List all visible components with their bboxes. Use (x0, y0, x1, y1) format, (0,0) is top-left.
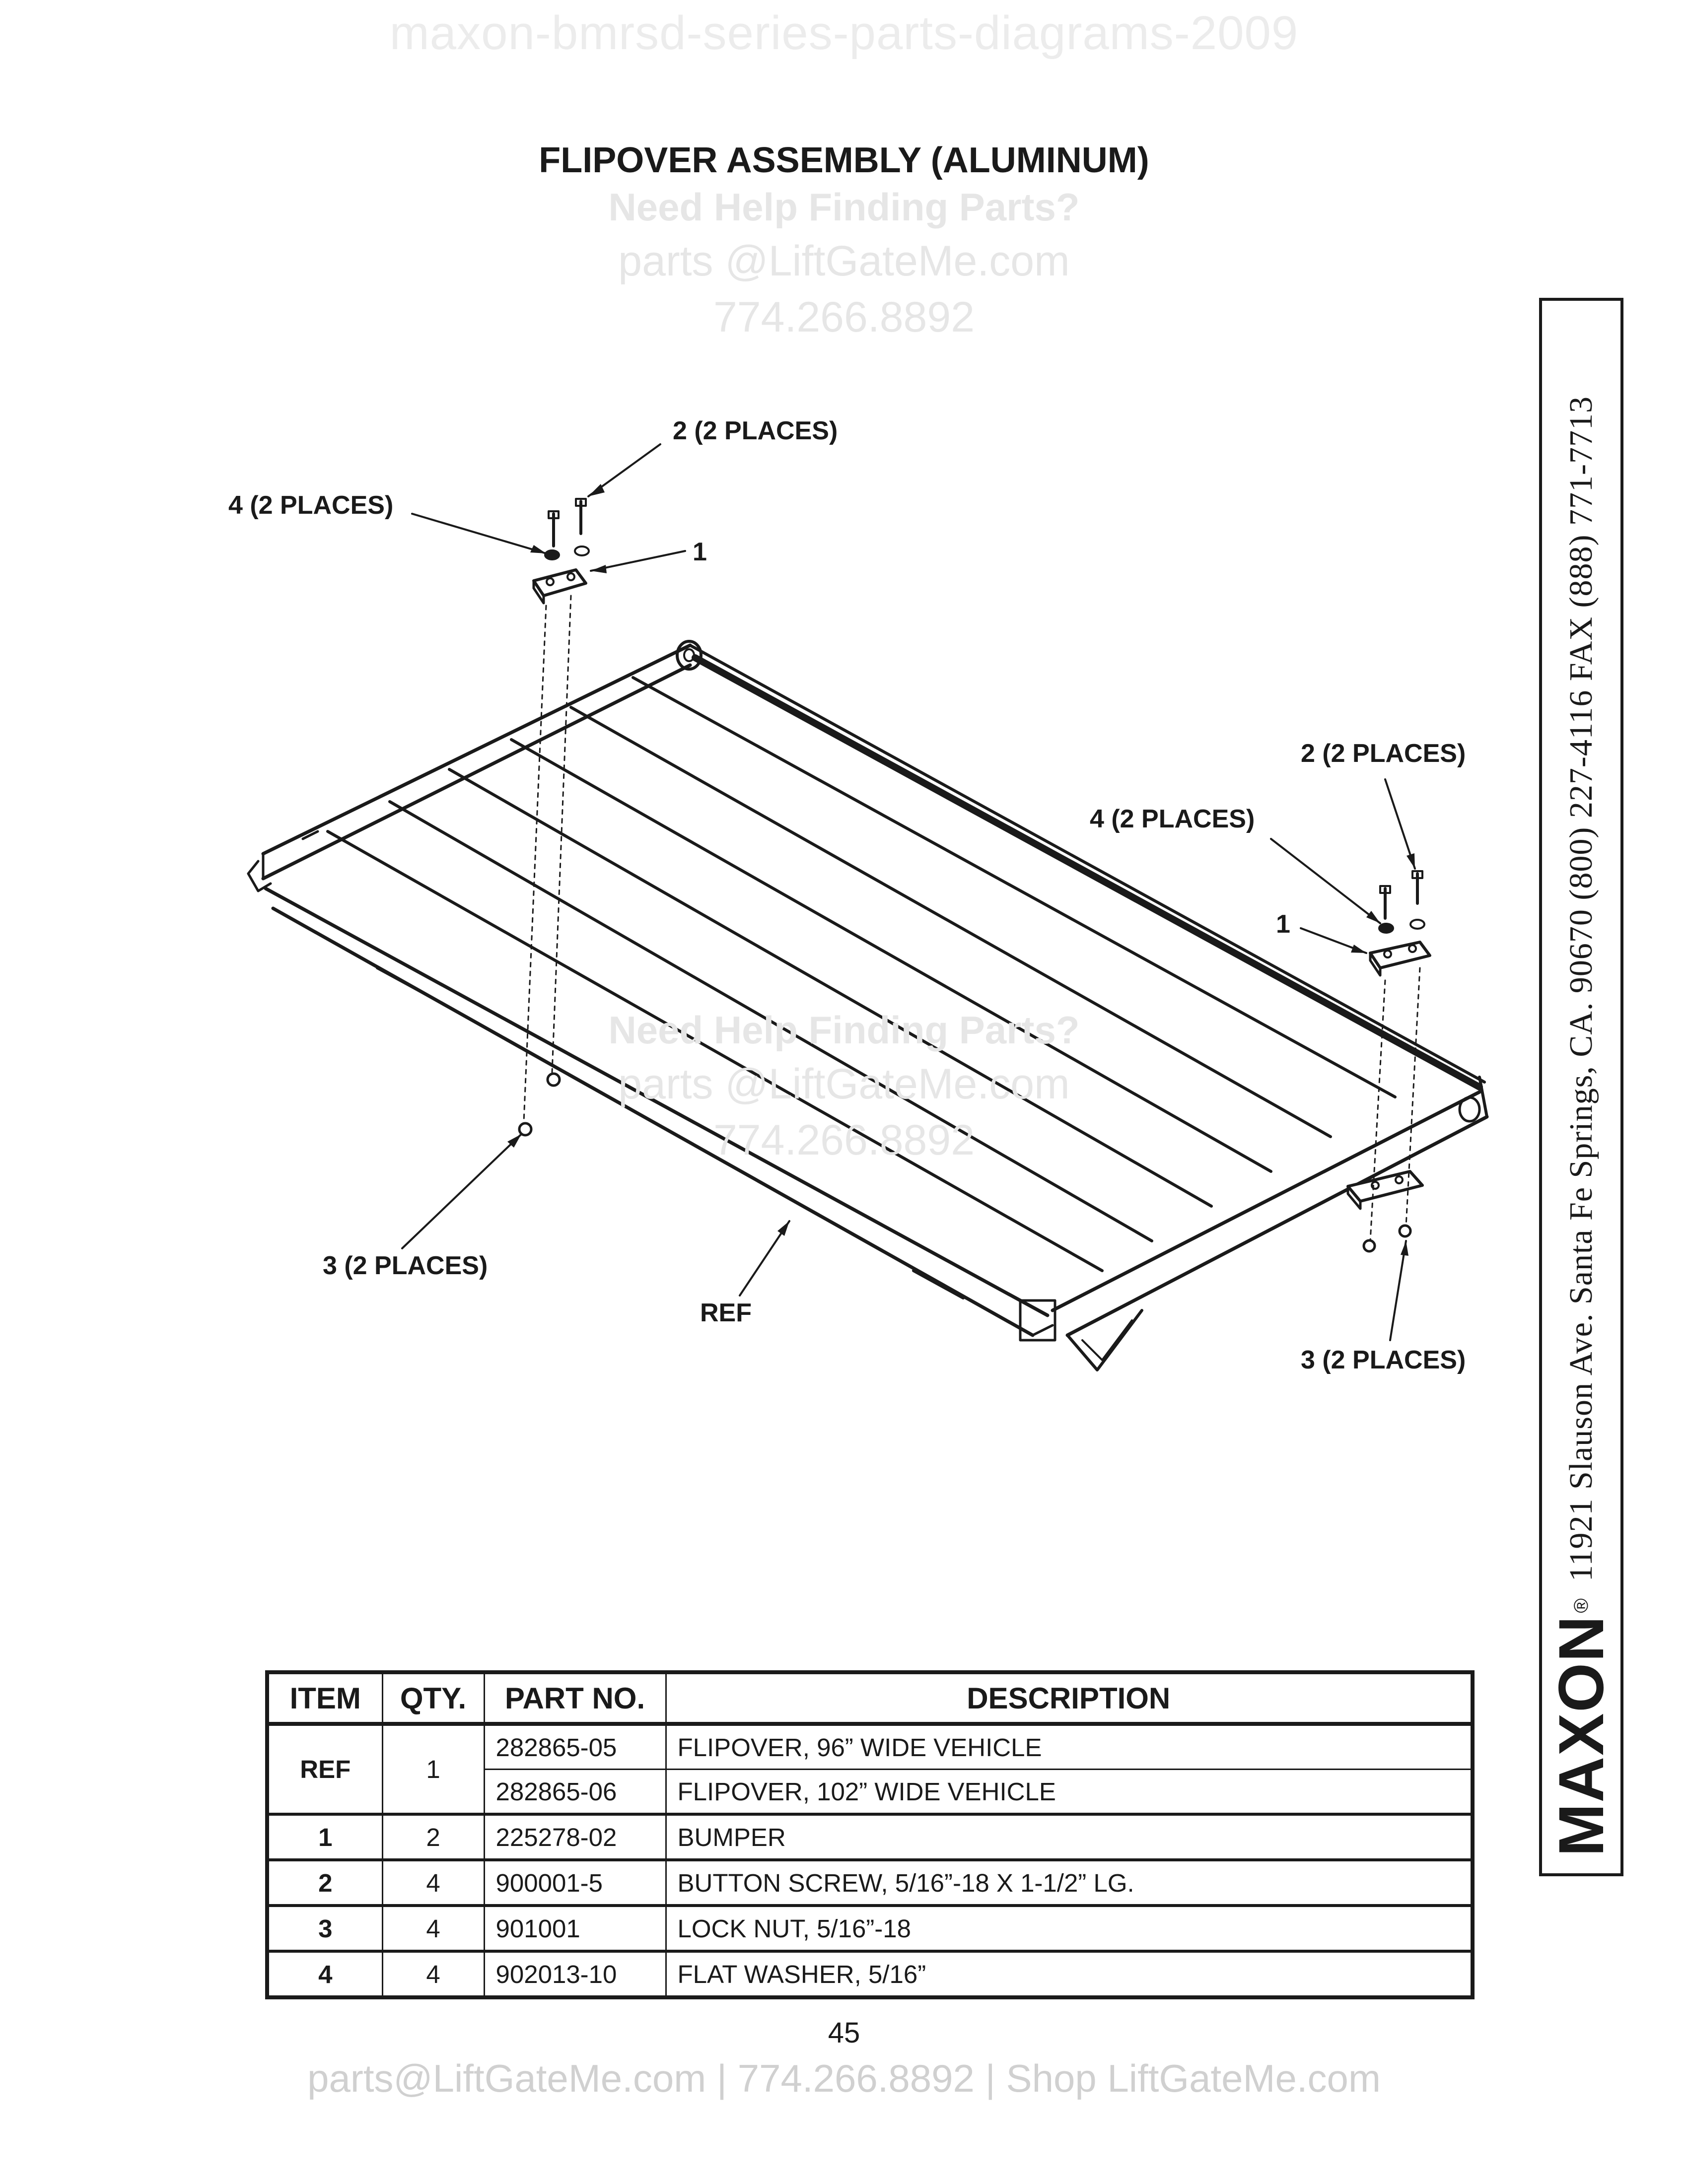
cell-part-no: 901001 (483, 1905, 667, 1953)
hardware-left-top (544, 498, 590, 560)
header-qty: QTY. (381, 1671, 485, 1726)
cell-item: 3 (266, 1905, 383, 1953)
back-rail (261, 640, 703, 881)
bumper-right-lower (1346, 1170, 1424, 1210)
cell-qty: 4 (381, 1859, 485, 1907)
header-part-no: PART NO. (483, 1671, 667, 1726)
company-address: 11921 Slauson Ave. Santa Fe Springs, CA.… (1563, 396, 1599, 1582)
leader-lines (401, 443, 1416, 1341)
help-heading: Need Help Finding Parts? (608, 185, 1080, 229)
help-overlay-middle: Need Help Finding Parts? parts @LiftGate… (0, 1008, 1688, 1165)
callout-left-places-2: 2 (2 PLACES) (673, 416, 838, 445)
cell-qty: 4 (381, 1950, 485, 1998)
help-overlay-top: Need Help Finding Parts? parts @LiftGate… (0, 185, 1688, 342)
table-row: 282865-06 FLIPOVER, 102” WIDE VEHICLE (267, 1769, 1474, 1816)
table-row: 1 2 225278-02 BUMPER (266, 1813, 1474, 1861)
cell-description: LOCK NUT, 5/16”-18 (665, 1905, 1474, 1953)
cell-item: 2 (266, 1859, 383, 1907)
front-rail (264, 887, 1056, 1342)
maxon-logo: MAXON (1546, 1615, 1617, 1856)
cell-part-no: 900001-5 (483, 1859, 667, 1907)
footer-contact: parts@LiftGateMe.com | 774.266.8892 | Sh… (307, 2056, 1381, 2100)
flipover-diagram (247, 443, 1489, 1371)
cell-part-no: 902013-10 (483, 1950, 667, 1998)
callout-right-item-1: 1 (1276, 910, 1290, 939)
table-row: 3 4 901001 LOCK NUT, 5/16”-18 (266, 1905, 1474, 1953)
help-heading: Need Help Finding Parts? (608, 1008, 1080, 1052)
bumper-left (532, 568, 587, 605)
table-row: 4 4 902013-10 FLAT WASHER, 5/16” (266, 1950, 1474, 1998)
callout-right-places-4: 4 (2 PLACES) (1090, 805, 1255, 833)
parts-table: ITEM QTY. PART NO. DESCRIPTION REF 1 282… (265, 1670, 1475, 1999)
watermark-top: maxon-bmrsd-series-parts-diagrams-2009 (389, 6, 1299, 60)
help-email: parts @LiftGateMe.com (618, 237, 1070, 285)
hardware-right-top (1378, 870, 1425, 934)
nuts-left (518, 1072, 561, 1137)
hinge-pin-left (247, 860, 272, 892)
callout-ref: REF (700, 1298, 752, 1327)
bumper-right-top (1369, 941, 1431, 977)
page-number: 45 (828, 2017, 860, 2049)
cell-item: 1 (266, 1813, 383, 1861)
callout-left-places-3: 3 (2 PLACES) (323, 1251, 488, 1280)
header-item: ITEM (266, 1671, 383, 1726)
deck-slats (326, 676, 1397, 1272)
cell-qty: 2 (381, 1813, 485, 1861)
callout-right-places-3: 3 (2 PLACES) (1301, 1346, 1466, 1374)
cell-description: FLIPOVER, 102” WIDE VEHICLE (665, 1769, 1474, 1816)
cell-qty: 4 (381, 1905, 485, 1953)
cell-item: 4 (266, 1950, 383, 1998)
help-email: parts @LiftGateMe.com (618, 1060, 1070, 1108)
right-rail (689, 644, 1489, 1371)
alignment-lines-left (523, 595, 572, 1123)
cell-part-no: 282865-05 (483, 1723, 667, 1770)
table-row: REF 1 282865-05 FLIPOVER, 96” WIDE VEHIC… (266, 1723, 1474, 1816)
registered-mark: ® (1570, 1598, 1592, 1613)
cell-description: FLAT WASHER, 5/16” (665, 1950, 1474, 1998)
rear-rod (692, 654, 1483, 1091)
header-description: DESCRIPTION (665, 1671, 1474, 1726)
cell-item: REF (266, 1723, 383, 1816)
callout-right-places-2: 2 (2 PLACES) (1301, 739, 1466, 768)
cell-qty: 1 (381, 1723, 485, 1816)
help-phone: 774.266.8892 (713, 293, 975, 341)
cell-description: BUTTON SCREW, 5/16”-18 X 1-1/2” LG. (665, 1859, 1474, 1907)
table-row: 2 4 900001-5 BUTTON SCREW, 5/16”-18 X 1-… (266, 1859, 1474, 1907)
cell-part-no: 282865-06 (483, 1769, 667, 1816)
table-header-row: ITEM QTY. PART NO. DESCRIPTION (266, 1671, 1474, 1726)
help-phone: 774.266.8892 (713, 1116, 975, 1164)
side-contact-strip: MAXON ® 11921 Slauson Ave. Santa Fe Spri… (1539, 298, 1623, 1876)
cell-description: BUMPER (665, 1813, 1474, 1861)
callout-left-places-4: 4 (2 PLACES) (228, 491, 394, 520)
callout-left-item-1: 1 (693, 538, 707, 566)
alignment-lines-right (1369, 967, 1421, 1242)
cell-description: FLIPOVER, 96” WIDE VEHICLE (665, 1723, 1474, 1770)
nuts-right (1362, 1224, 1412, 1253)
page-title: FLIPOVER ASSEMBLY (ALUMINUM) (539, 140, 1149, 180)
cell-part-no: 225278-02 (483, 1813, 667, 1861)
